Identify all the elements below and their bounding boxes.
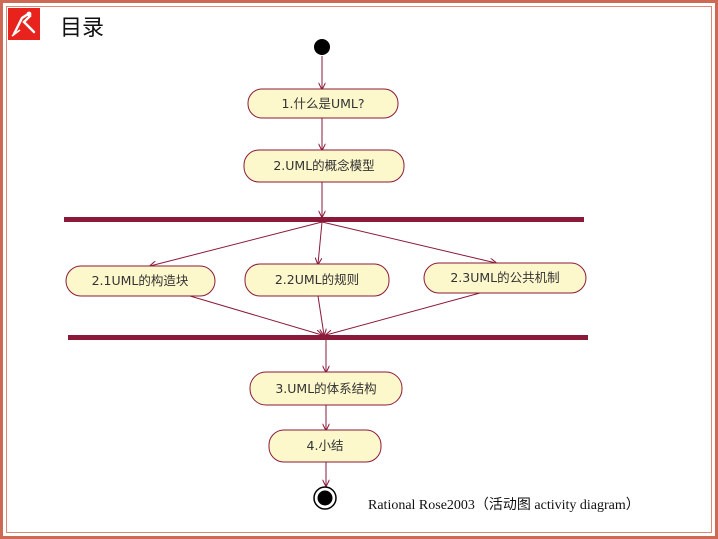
edge-n22-bar2: [317, 295, 324, 335]
activity-label: 4.小结: [307, 438, 344, 453]
activity-node-1: 1.什么是UML?: [247, 88, 399, 119]
page-title: 目录: [60, 16, 105, 41]
activity-node-2-3: 2.3UML的公共机制: [423, 262, 587, 294]
activity-label: 2.1UML的构造块: [92, 273, 189, 288]
activity-label: 2.UML的概念模型: [273, 158, 374, 173]
activity-label: 2.2UML的规则: [275, 272, 359, 287]
join-bar: [68, 335, 588, 340]
activity-label: 1.什么是UML?: [282, 96, 365, 111]
edges: [150, 56, 496, 486]
activity-node-4: 4.小结: [268, 429, 382, 463]
slide-inner-frame: [6, 6, 712, 533]
activity-node-3: 3.UML的体系结构: [249, 371, 403, 406]
logo-icon: [8, 8, 40, 40]
activity-node-2: 2.UML的概念模型: [243, 149, 405, 183]
edge-bar1-n22: [318, 221, 323, 264]
fork-bar: [64, 217, 584, 222]
edge-bar1-n23: [321, 221, 496, 263]
activity-node-2-1: 2.1UML的构造块: [65, 265, 216, 297]
edge-n21-bar2: [189, 295, 322, 335]
activity-label: 3.UML的体系结构: [275, 381, 376, 396]
diagram-caption: Rational Rose2003（活动图 activity diagram）: [368, 498, 640, 513]
activity-node-2-2: 2.2UML的规则: [244, 263, 390, 297]
edge-bar1-n21: [150, 221, 323, 266]
end-node: [313, 486, 337, 510]
edge-n23-bar2: [326, 292, 481, 335]
start-node: [314, 39, 330, 55]
activity-label: 2.3UML的公共机制: [450, 270, 559, 285]
